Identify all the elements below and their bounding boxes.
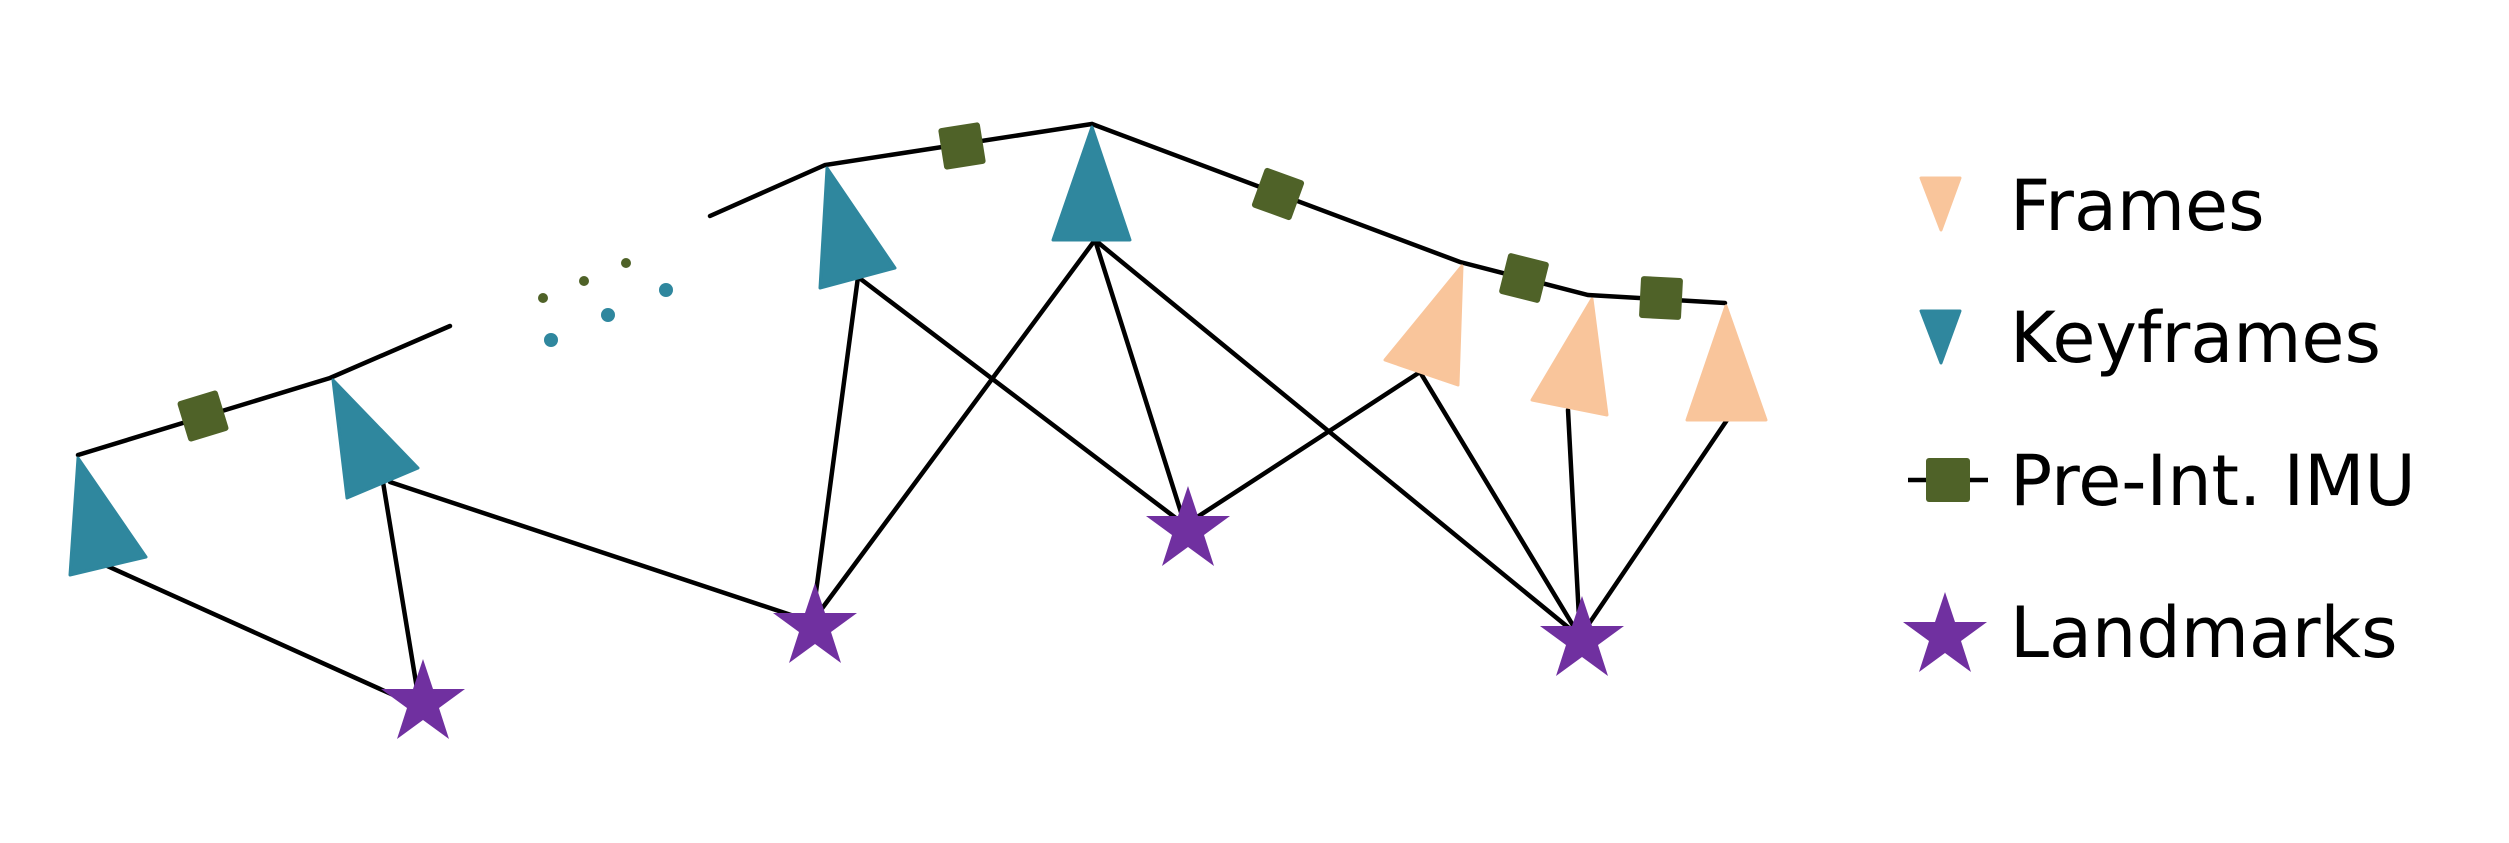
frame-triangle — [1383, 264, 1464, 387]
legend: Frames Keyframes Pre-Int. IMU Landmarks — [1903, 165, 2416, 674]
frame-triangle — [1530, 297, 1609, 417]
ellipsis-dot — [659, 283, 673, 297]
legend-label-imu: Pre-Int. IMU — [2010, 440, 2416, 522]
landmark-star — [1146, 486, 1230, 566]
legend-label-frames: Frames — [2010, 165, 2265, 247]
square-on-line-icon — [1926, 458, 1970, 502]
legend-label-landmarks: Landmarks — [2010, 592, 2398, 674]
triangle-icon — [1919, 176, 1962, 232]
trajectory-lines — [75, 121, 1728, 458]
ellipsis-dot — [538, 293, 548, 303]
ellipsis-dot — [601, 308, 615, 322]
observation-line — [809, 274, 861, 625]
observation-lines — [102, 237, 1730, 710]
landmark-star — [773, 583, 857, 663]
imu-factor-square — [938, 122, 986, 170]
observation-line — [1182, 369, 1423, 528]
imu-factor-square — [1639, 276, 1683, 320]
legend-item-frames: Frames — [1919, 165, 2265, 247]
star-icon — [1903, 592, 1987, 672]
legend-item-landmarks: Landmarks — [1903, 592, 2398, 674]
frames — [1383, 264, 1768, 422]
observation-line — [1092, 237, 1188, 528]
keyframe-triangle — [331, 378, 420, 500]
imu-factors — [177, 122, 1683, 442]
landmark-star — [1540, 596, 1624, 676]
landmarks — [381, 486, 1624, 739]
keyframe-triangle — [818, 166, 897, 290]
imu-factor-square — [1251, 167, 1305, 221]
ellipsis-dot — [621, 258, 631, 268]
observation-line — [809, 237, 1098, 625]
observation-line — [855, 274, 1188, 528]
observation-line — [1417, 369, 1583, 640]
keyframes — [68, 125, 1132, 577]
ellipsis-dots — [538, 258, 673, 347]
landmark-star — [381, 659, 465, 739]
legend-item-keyframes: Keyframes — [1919, 297, 2381, 379]
observation-line — [102, 562, 423, 710]
frame-triangle — [1685, 304, 1768, 422]
legend-label-keyframes: Keyframes — [2010, 297, 2381, 379]
observation-line — [380, 479, 423, 710]
ellipsis-dot — [544, 333, 558, 347]
imu-factor-square — [1499, 253, 1549, 303]
imu-factor-square — [177, 390, 229, 442]
observation-line — [1565, 407, 1583, 640]
keyframe-triangle — [68, 456, 148, 577]
observation-line — [1577, 417, 1730, 640]
observation-line — [387, 479, 815, 625]
ellipsis-dot — [579, 276, 589, 286]
legend-item-imu: Pre-Int. IMU — [1908, 440, 2416, 522]
trajectory-left — [75, 323, 453, 458]
triangle-icon — [1919, 309, 1962, 365]
observation-line — [1092, 237, 1583, 640]
keyframe-triangle — [1051, 125, 1132, 242]
